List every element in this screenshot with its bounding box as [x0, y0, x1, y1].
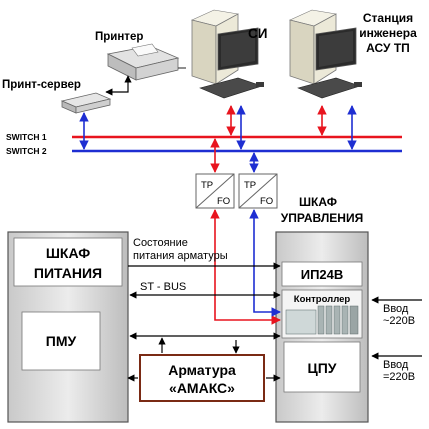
printer-label: Принтер: [95, 31, 143, 43]
station-label-line2: инженера: [359, 26, 417, 40]
stbus-label: ST - BUS: [140, 281, 186, 293]
power-cabinet: [7, 231, 129, 423]
fiber-link-blue: [249, 209, 281, 317]
power-state-label-line1: Состояние: [133, 237, 188, 249]
tpfo1-tp-label: TP: [201, 180, 213, 191]
station-label-line3: АСУ ТП: [366, 41, 410, 55]
input1-label-line1: Ввод: [383, 303, 409, 315]
tpfo-converter-1: TP FO: [195, 173, 235, 209]
printer-server-link: [105, 75, 132, 96]
fiber-link-red: [210, 209, 281, 325]
print-server-icon: [60, 92, 112, 114]
tpfo2-tp-label: TP: [244, 180, 256, 191]
print-server-label: Принт-сервер: [2, 79, 81, 91]
input2-label-line2: =220В: [383, 371, 415, 383]
switch2-label: SWITCH 2: [6, 146, 47, 156]
armature-box: [139, 354, 265, 402]
cpu-label: ЦПУ: [308, 360, 337, 376]
switch1-label: SWITCH 1: [6, 132, 47, 142]
control-cabinet-title-line1: ШКАФ: [299, 195, 337, 209]
tpfo2-fo-label: FO: [260, 196, 273, 207]
computer-icon: [191, 9, 264, 99]
armature-label-line2: «АМАКС»: [169, 380, 235, 396]
power-cabinet-title-line2: ПИТАНИЯ: [34, 265, 102, 281]
printer-icon: [106, 43, 186, 81]
si-label: СИ: [248, 26, 267, 41]
armature-label-line1: Арматура: [168, 362, 236, 378]
ip24v-label: ИП24В: [301, 267, 344, 282]
power-cabinet-title-line1: ШКАФ: [46, 245, 90, 261]
input2-label-line1: Ввод: [383, 359, 409, 371]
tpfo-converter-2: TP FO: [238, 173, 278, 209]
controller-label: Контроллер: [294, 294, 351, 305]
pmu-label: ПМУ: [46, 333, 77, 349]
computer-icon: [289, 9, 362, 99]
control-cabinet: [275, 231, 369, 423]
control-cabinet-title-line2: УПРАВЛЕНИЯ: [281, 211, 363, 225]
power-state-label-line2: питания арматуры: [133, 250, 228, 262]
input1-label-line2: ~220В: [383, 315, 415, 327]
tpfo1-fo-label: FO: [217, 196, 230, 207]
station-label-line1: Станция: [363, 11, 413, 25]
